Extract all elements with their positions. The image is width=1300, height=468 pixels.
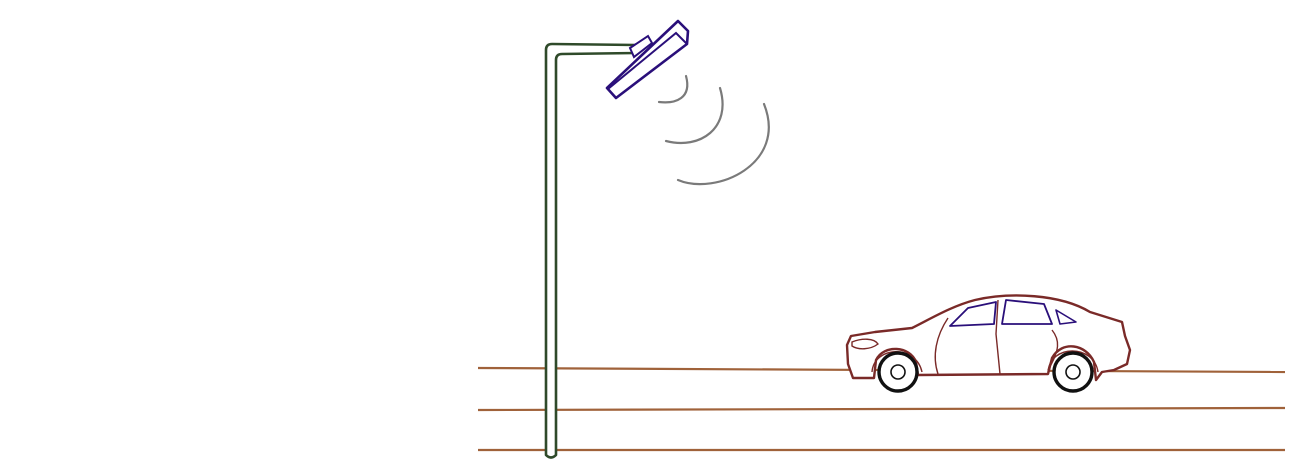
road-line-middle (477, 406, 1286, 412)
car-door-line-rear (1047, 329, 1059, 371)
car-rear-arch (1047, 350, 1099, 373)
street-pole-icon (544, 42, 638, 459)
car-window-quarter (1055, 309, 1077, 325)
signal-wave-3 (676, 102, 770, 186)
car-door-line-middle (995, 299, 1001, 375)
car-window-front (949, 301, 997, 327)
car-window-rear (1001, 299, 1053, 325)
car-windows (949, 299, 1077, 327)
car-door-line-front (934, 317, 949, 375)
car-wheels (877, 351, 1094, 393)
roadside-sensor-icon (605, 19, 690, 100)
signal-wave-2 (664, 86, 724, 145)
car-wheel-rear (1052, 351, 1094, 393)
signal-wave-1 (657, 74, 689, 104)
car-headlight (851, 338, 879, 350)
car-wheel-front (877, 351, 919, 393)
wireless-signal-icon (657, 74, 770, 186)
